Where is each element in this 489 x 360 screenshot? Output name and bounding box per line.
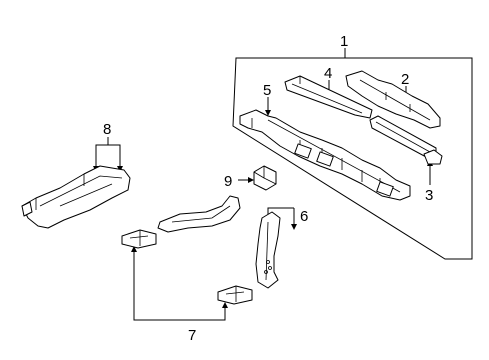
leader-7	[133, 250, 226, 321]
arrow-7a	[131, 246, 137, 252]
callout-2: 2	[401, 71, 409, 88]
duct-part-5	[239, 109, 411, 201]
callout-5: 5	[263, 82, 271, 99]
assembly-box	[232, 57, 473, 260]
callout-1: 1	[340, 33, 348, 50]
clip-part-3	[423, 149, 443, 165]
callout-8: 8	[103, 121, 111, 138]
arrow-6b	[291, 224, 297, 230]
leader-8	[95, 137, 121, 168]
arrow-9	[248, 177, 254, 183]
outlet-part-7-lower	[217, 285, 253, 305]
callout-7: 7	[188, 327, 196, 344]
duct-part-4	[284, 75, 373, 119]
callout-3: 3	[425, 187, 433, 204]
arrow-7b	[222, 302, 228, 308]
outlet-part-7-upper	[121, 229, 157, 249]
duct-part-6-upper	[157, 195, 241, 233]
callout-9: 9	[224, 173, 232, 190]
console-duct-part-8	[21, 165, 131, 229]
callout-4: 4	[324, 65, 332, 82]
clip-part-9	[253, 165, 277, 191]
bracket-part-2	[345, 70, 441, 129]
arrow-5	[265, 110, 271, 116]
callout-6: 6	[300, 208, 308, 225]
duct-part-6-lower	[255, 211, 281, 289]
